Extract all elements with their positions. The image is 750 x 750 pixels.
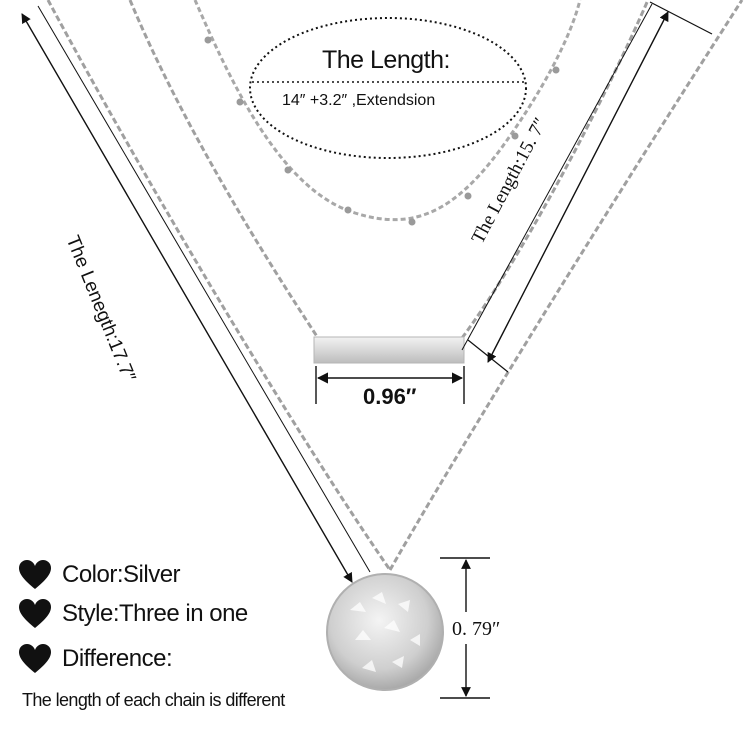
spec-color-label: Color:Silver bbox=[62, 561, 181, 588]
disc-diameter-label: 0. 79″ bbox=[452, 618, 501, 640]
chain1-length-detail: 14″ +3.2″ ,Extendsion bbox=[282, 92, 436, 109]
length-guide-left bbox=[37, 5, 371, 573]
length-guide-right bbox=[461, 3, 653, 351]
spec-difference: Difference: bbox=[18, 644, 173, 674]
length-arrow-left bbox=[21, 13, 353, 583]
length-arrow-right bbox=[487, 11, 669, 363]
heart-icon bbox=[19, 599, 51, 628]
spec-style-label: Style:Three in one bbox=[62, 600, 248, 627]
disc-texture bbox=[350, 592, 420, 672]
disc-pendant bbox=[326, 573, 444, 691]
chain-outer bbox=[46, 0, 744, 571]
length-tick-right-bottom bbox=[467, 339, 509, 373]
spec-color: Color:Silver bbox=[18, 560, 181, 590]
bar-width-label: 0.96″ bbox=[363, 384, 417, 409]
bar-pendant bbox=[313, 336, 465, 364]
heart-icon bbox=[19, 644, 51, 673]
difference-note: The length of each chain is different bbox=[22, 690, 285, 710]
length-tick-right bbox=[649, 1, 713, 35]
chain-inner bbox=[193, 0, 582, 222]
chain1-length-title: The Length: bbox=[322, 46, 450, 74]
length-callout-oval bbox=[249, 17, 527, 159]
heart-icon bbox=[19, 560, 51, 589]
spec-difference-label: Difference: bbox=[62, 645, 173, 672]
spec-style: Style:Three in one bbox=[18, 599, 248, 629]
